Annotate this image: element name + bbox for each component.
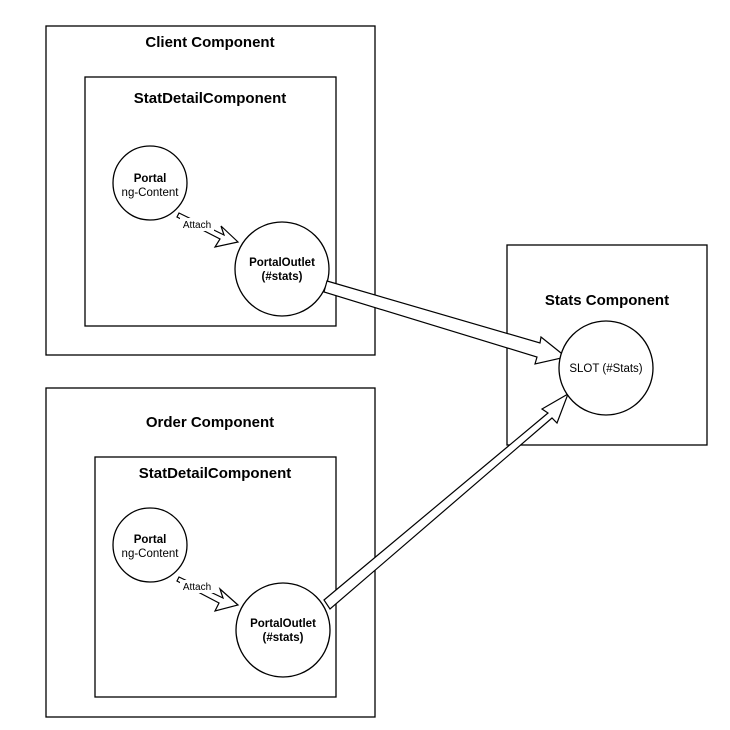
client-component: Client Component StatDetailComponent Por… <box>45 25 376 356</box>
client-attach-label: Attach <box>183 220 211 231</box>
order-component: Order Component StatDetailComponent Port… <box>45 387 376 718</box>
order-outlet-to-slot-arrow <box>323 392 570 610</box>
client-portal-node: Portal ng-Content <box>112 145 188 221</box>
client-portal-circle <box>112 145 188 221</box>
order-attach-arrow: Attach <box>176 576 240 612</box>
client-portal-outlet-node: PortalOutlet (#stats) <box>234 221 330 317</box>
order-portal-outlet-node: PortalOutlet (#stats) <box>235 582 331 678</box>
order-attach-label: Attach <box>183 582 211 593</box>
client-attach-arrow: Attach <box>176 212 240 248</box>
client-portal-outlet-circle <box>234 221 330 317</box>
order-stat-detail-component: StatDetailComponent Portal ng-Content At… <box>94 456 337 698</box>
client-portal-outlet-sublabel: (#stats) <box>262 271 303 283</box>
order-portal-outlet-circle <box>235 582 331 678</box>
order-portal-sublabel: ng-Content <box>122 548 180 560</box>
slot-label: SLOT (#Stats) <box>569 363 642 375</box>
order-attach-label-bg <box>180 580 214 593</box>
slot-circle <box>558 320 654 416</box>
client-portal-label: Portal <box>134 173 167 185</box>
client-portal-outlet-label: PortalOutlet <box>249 257 315 269</box>
order-portal-node: Portal ng-Content <box>112 507 188 583</box>
stats-component-title: Stats Component <box>545 292 669 309</box>
client-stat-detail-title: StatDetailComponent <box>134 90 287 107</box>
client-outlet-to-slot-arrow-shape <box>323 280 568 365</box>
client-portal-sublabel: ng-Content <box>122 187 180 199</box>
order-portal-outlet-label: PortalOutlet <box>250 618 316 630</box>
client-stat-detail-component: StatDetailComponent Portal ng-Content At… <box>84 76 337 327</box>
order-outlet-to-slot-arrow-shape <box>323 392 570 610</box>
order-stat-detail-title: StatDetailComponent <box>139 465 292 482</box>
order-portal-circle <box>112 507 188 583</box>
order-portal-label: Portal <box>134 534 167 546</box>
order-component-title: Order Component <box>146 414 274 431</box>
client-attach-label-bg <box>180 218 214 231</box>
client-outlet-to-slot-arrow <box>323 280 568 365</box>
order-portal-outlet-sublabel: (#stats) <box>263 632 304 644</box>
slot-node: SLOT (#Stats) <box>558 320 654 416</box>
client-component-title: Client Component <box>145 34 274 51</box>
